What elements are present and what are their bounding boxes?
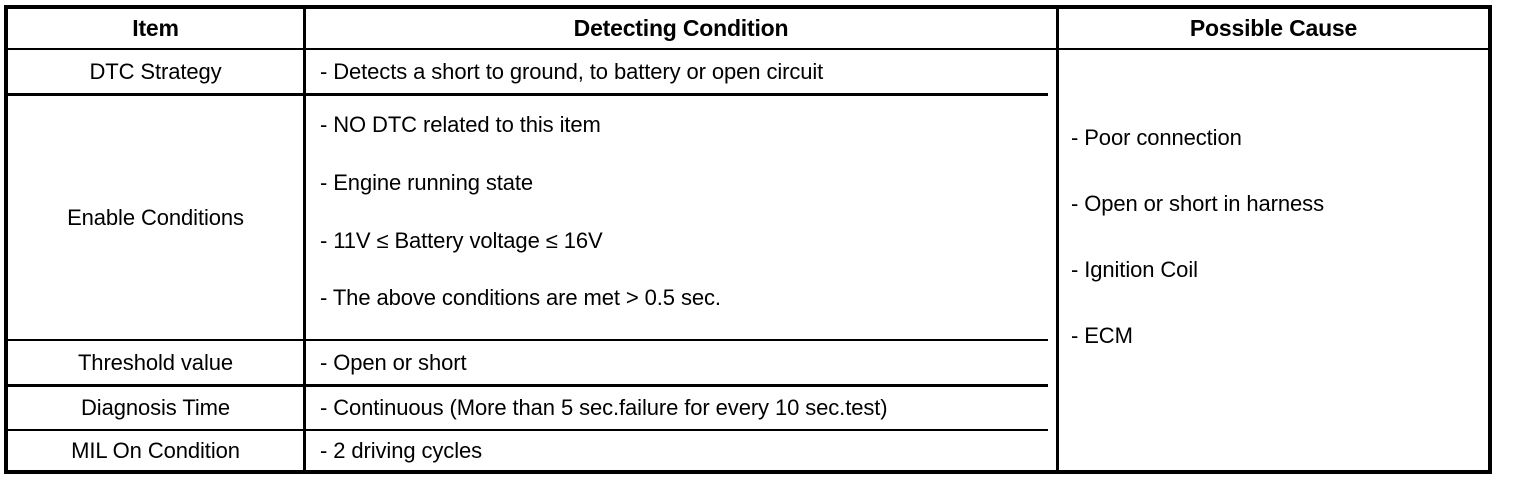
column-divider-item-detecting	[303, 9, 306, 470]
row-divider-enable-conditions	[8, 339, 1048, 341]
detecting-line: - Detects a short to ground, to battery …	[320, 58, 824, 84]
row-detecting-threshold-value: - Open or short	[306, 342, 1056, 384]
header-detecting-condition: Detecting Condition	[573, 15, 789, 41]
possible-cause-line: - ECM	[1071, 323, 1133, 348]
possible-cause-line: - Ignition Coil	[1071, 257, 1198, 282]
detecting-line: - Open or short	[320, 350, 467, 375]
detecting-line: - 11V ≤ Battery voltage ≤ 16V	[320, 227, 603, 253]
detecting-line: - NO DTC related to this item	[320, 112, 601, 137]
possible-cause-line: - Poor connection	[1071, 125, 1242, 150]
header-item: Item	[132, 15, 179, 41]
detecting-line: - 2 driving cycles	[320, 438, 483, 463]
column-divider-detecting-cause	[1056, 9, 1059, 470]
row-divider-dtc-strategy	[8, 93, 1048, 96]
row-label-enable-conditions: Enable Conditions	[67, 204, 244, 230]
row-label-diagnosis-time: Diagnosis Time	[81, 395, 230, 420]
row-detecting-mil-on-condition: - 2 driving cycles	[306, 432, 1056, 470]
detecting-line: - Continuous (More than 5 sec.failure fo…	[320, 395, 888, 420]
row-divider-diagnosis-time	[8, 429, 1048, 431]
row-detecting-enable-conditions: - NO DTC related to this item - Engine r…	[306, 96, 1056, 339]
row-detecting-diagnosis-time: - Continuous (More than 5 sec.failure fo…	[306, 387, 1056, 429]
possible-cause-cell: - Poor connection - Open or short in har…	[1059, 50, 1488, 470]
row-detecting-dtc-strategy: - Detects a short to ground, to battery …	[306, 50, 1056, 93]
detecting-line: - The above conditions are met > 0.5 sec…	[320, 285, 721, 311]
dtc-diagnostic-table: Item Detecting Condition Possible Cause …	[4, 5, 1492, 474]
row-label-dtc-strategy: DTC Strategy	[89, 58, 222, 84]
row-label-threshold-value: Threshold value	[77, 350, 234, 375]
row-label-mil-on-condition: MIL On Condition	[71, 438, 240, 463]
detecting-line: - Engine running state	[320, 169, 534, 195]
header-possible-cause: Possible Cause	[1189, 15, 1358, 41]
row-divider-header	[8, 48, 1488, 50]
possible-cause-line: - Open or short in harness	[1071, 191, 1324, 216]
row-divider-threshold-value	[8, 384, 1048, 387]
